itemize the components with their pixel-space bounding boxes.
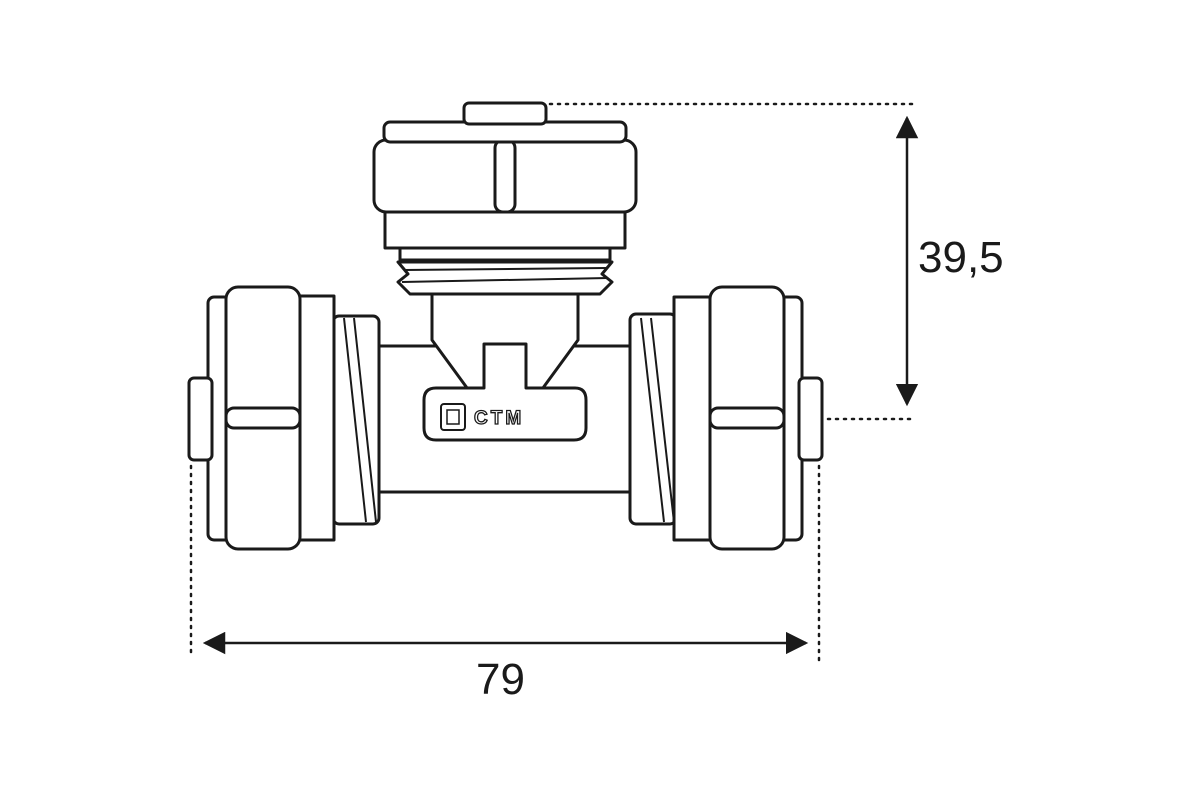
ctm-logo: CTM	[440, 403, 524, 431]
height-dimension-label: 39,5	[918, 233, 1004, 282]
right-cap	[797, 376, 824, 462]
left-nut	[206, 285, 336, 551]
right-thread	[628, 312, 678, 526]
ctm-logo-text: CTM	[474, 408, 524, 429]
left-cap	[187, 376, 214, 462]
height-dimension	[548, 102, 919, 421]
width-dimension	[189, 464, 821, 662]
left-thread	[331, 314, 381, 526]
top-nut	[372, 120, 638, 250]
tee-body	[376, 292, 636, 494]
right-nut	[672, 285, 804, 551]
ctm-logo-icon	[440, 403, 466, 431]
top-thread	[396, 246, 614, 296]
top-cap	[462, 101, 548, 126]
width-dimension-label: 79	[476, 655, 525, 704]
